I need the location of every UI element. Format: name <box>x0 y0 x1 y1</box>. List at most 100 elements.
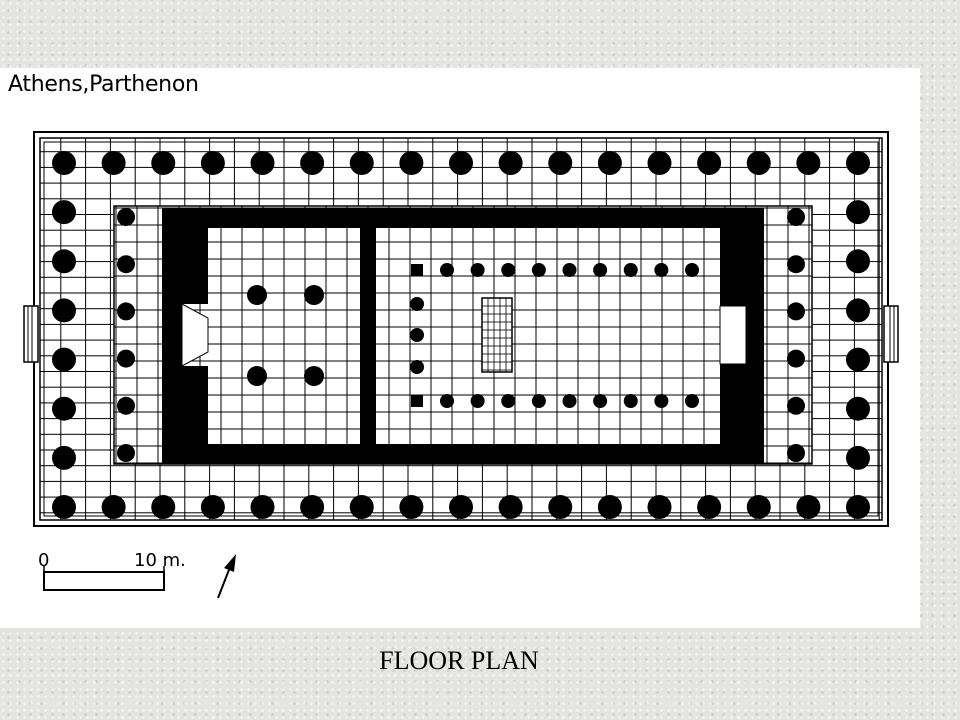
scale-label-start: 0 <box>38 550 49 571</box>
interior-column <box>501 394 516 408</box>
peristyle-column <box>300 495 325 519</box>
interior-column <box>470 394 485 408</box>
interior-column <box>411 395 423 407</box>
peristyle-column <box>151 151 176 175</box>
peristyle-column <box>52 200 76 225</box>
statue-base <box>481 297 513 373</box>
peristyle-column <box>498 151 523 175</box>
peristyle-column <box>52 445 76 470</box>
prostyle-column <box>787 349 805 368</box>
peristyle-column <box>846 347 870 372</box>
peristyle-column <box>846 445 870 470</box>
interior-column <box>562 394 577 408</box>
interior-column <box>440 263 454 277</box>
peristyle-column <box>300 151 325 175</box>
peristyle-column <box>200 151 225 175</box>
scale-label-end: 10 m. <box>134 550 186 571</box>
peristyle-column <box>52 249 76 274</box>
peristyle-column <box>846 495 870 519</box>
east-ramp <box>23 305 39 363</box>
peristyle-column <box>796 495 821 519</box>
cella-walls <box>162 208 764 464</box>
interior-column <box>304 366 324 386</box>
scale-bar: 0 10 m. <box>38 550 186 591</box>
interior-column <box>531 263 546 277</box>
peristyle-column <box>52 298 76 323</box>
floor-plan-panel: Athens,Parthenon <box>0 68 920 628</box>
prostyle-column <box>787 444 805 462</box>
interior-column <box>410 360 424 374</box>
peristyle-column <box>52 347 76 372</box>
interior-column <box>685 394 699 408</box>
peristyle-column <box>101 495 126 519</box>
prostyle-column <box>117 255 135 274</box>
peristyle-column <box>746 495 771 519</box>
interior-columns <box>247 263 699 408</box>
peristyle-column <box>250 151 275 175</box>
peristyle-column <box>498 495 523 519</box>
interior-column <box>247 366 267 386</box>
interior-column <box>562 263 577 277</box>
peristyle-column <box>52 495 76 519</box>
west-ramp <box>883 305 899 363</box>
interior-column <box>440 394 454 408</box>
interior-column <box>304 285 324 305</box>
peristyle-column <box>597 495 622 519</box>
floor-plan-caption: FLOOR PLAN <box>379 646 539 675</box>
north-arrow-icon <box>217 554 236 599</box>
interior-column <box>247 285 267 305</box>
interior-column <box>593 263 608 277</box>
prostyle-columns <box>117 208 805 462</box>
peristyle-column <box>349 495 374 519</box>
peristyle-column <box>846 151 870 175</box>
interior-column <box>623 394 638 408</box>
peristyle-column <box>101 151 126 175</box>
peristyle-column <box>846 200 870 225</box>
prostyle-column <box>117 396 135 415</box>
interior-column <box>410 328 424 342</box>
peristyle-column <box>449 151 473 175</box>
peristyle-column <box>697 151 722 175</box>
interior-column <box>623 263 638 277</box>
floor-plan-drawing: 0 10 m. <box>23 131 899 599</box>
peristyle-columns <box>52 151 870 519</box>
peristyle-column <box>846 396 870 421</box>
prostyle-column <box>117 302 135 321</box>
peristyle-column <box>846 249 870 274</box>
peristyle-column <box>647 495 672 519</box>
interior-column <box>654 394 669 408</box>
peristyle-column <box>647 151 672 175</box>
peristyle-column <box>200 495 225 519</box>
prostyle-column <box>787 255 805 274</box>
prostyle-column <box>117 444 135 462</box>
plan-title: Athens,Parthenon <box>8 72 199 97</box>
peristyle-column <box>52 396 76 421</box>
interior-column <box>470 263 485 277</box>
peristyle-column <box>151 495 176 519</box>
peristyle-column <box>250 495 275 519</box>
peristyle-column <box>52 151 76 175</box>
peristyle-column <box>349 151 374 175</box>
prostyle-column <box>117 208 135 226</box>
peristyle-column <box>449 495 473 519</box>
peristyle-column <box>399 495 424 519</box>
peristyle-column <box>846 298 870 323</box>
prostyle-column <box>787 302 805 321</box>
interior-column <box>501 263 516 277</box>
peristyle-column <box>796 151 821 175</box>
peristyle-column <box>597 151 622 175</box>
prostyle-column <box>787 208 805 226</box>
inner-platform <box>113 205 813 465</box>
interior-column <box>654 263 669 277</box>
prostyle-column <box>117 349 135 368</box>
interior-column <box>531 394 546 408</box>
interior-column <box>411 264 423 276</box>
prostyle-column <box>787 396 805 415</box>
peristyle-column <box>548 495 573 519</box>
peristyle-column <box>548 151 573 175</box>
peristyle-column <box>399 151 424 175</box>
interior-column <box>593 394 608 408</box>
peristyle-column <box>746 151 771 175</box>
peristyle-column <box>697 495 722 519</box>
doorways <box>181 303 747 367</box>
